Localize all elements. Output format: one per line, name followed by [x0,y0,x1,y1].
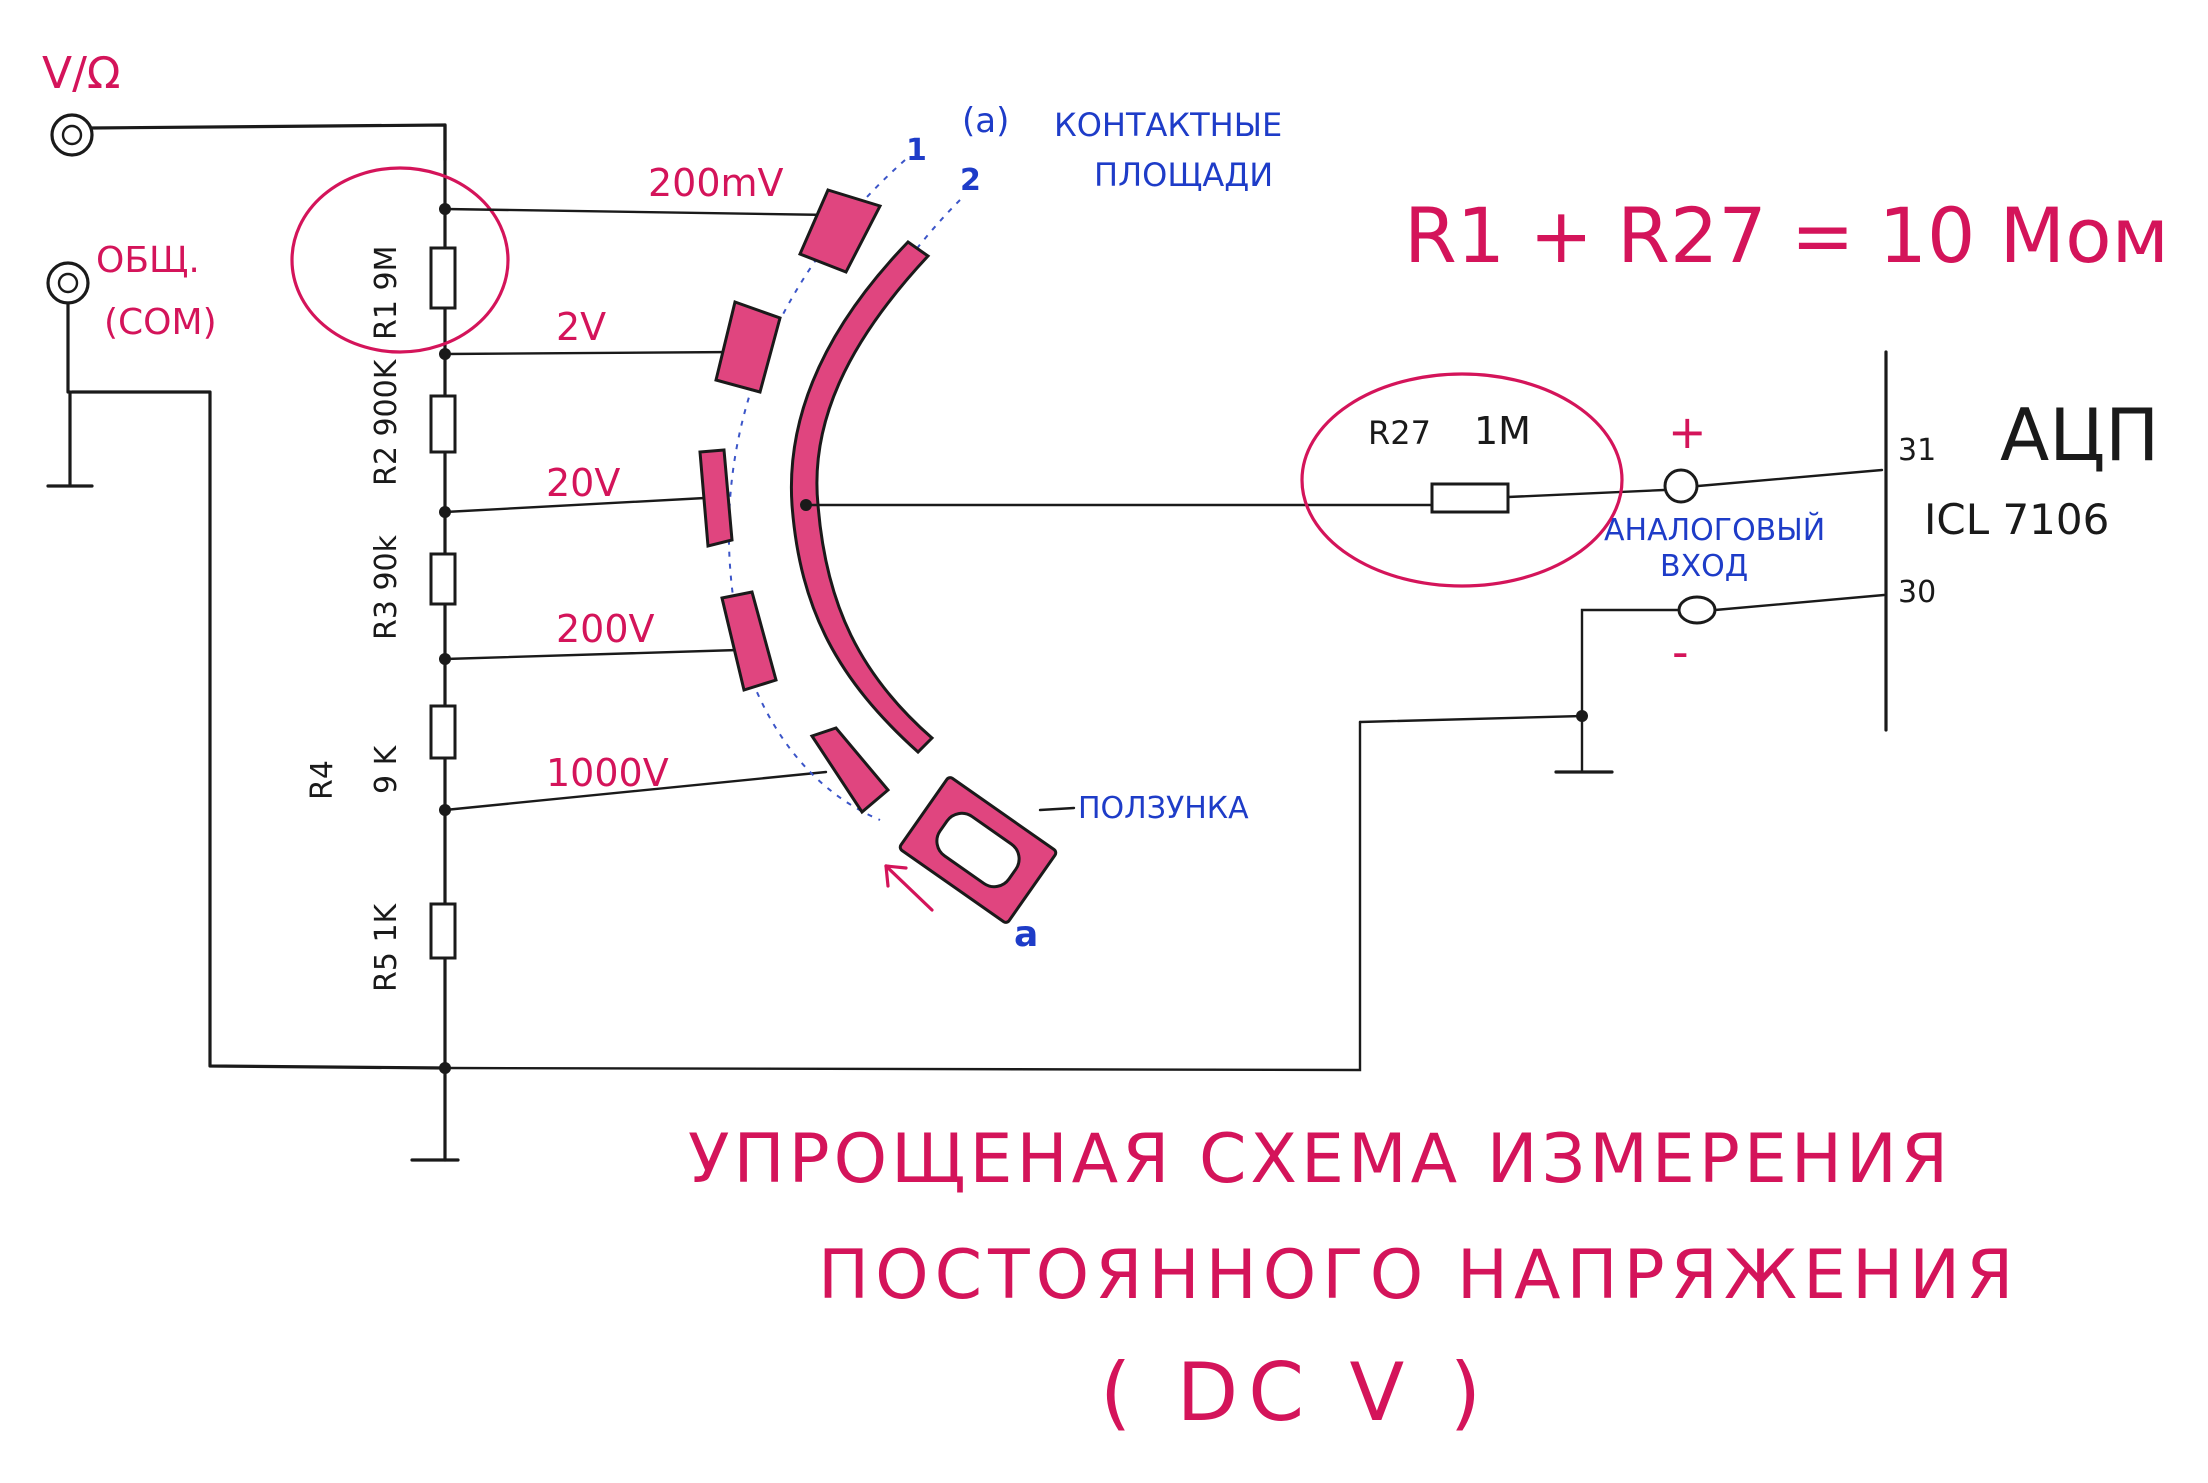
terminal-v-ohm [50,113,447,162]
signal-line [804,468,1884,507]
adc-input-minus-terminal [1677,595,1717,625]
resistor-r27-value: 1M [1474,409,1531,453]
range-label-20v: 20V [546,461,620,505]
analog-input-label-line2: ВХОД [1660,549,1748,584]
caption-line3: ( DC V ) [1100,1346,1491,1439]
contact-pad-20v [698,448,734,548]
caption-line1: УПРОЩЕНАЯ СХЕМА ИЗМЕРЕНИЯ [688,1120,1952,1199]
range-label-200mv: 200mV [648,161,784,205]
resistor-r2-label: R2 900K [369,358,404,486]
adc-chip-name: ICL 7106 [1924,495,2109,544]
analog-input-label-line1: АНАЛОГОВЫЙ [1604,512,1825,548]
range-label-200v: 200V [556,607,655,651]
slider-direction-arrow [884,864,934,912]
resistor-r3 [429,552,457,606]
plus-sign: + [1668,405,1707,459]
pad-row2-number: 2 [960,163,981,198]
resistor-r4-name: R4 [305,760,340,800]
pad-row1-number: 1 [906,133,927,168]
resistor-r4-value: 9 K [369,744,404,794]
contact-pad-1000v [809,726,891,815]
range-label-2v: 2V [556,305,606,349]
minus-sign: - [1672,625,1689,679]
common-contact-arc [789,240,935,755]
minus-wiring [443,593,1886,1072]
slider-contact [898,776,1058,924]
resistor-r5-label: R5 1K [369,902,404,992]
resistor-r4 [429,704,457,760]
contact-pad-200mv [798,188,883,274]
slider-label: ПОЛЗУНКА [1078,791,1249,826]
terminal-common-label-en: (COM) [104,302,217,343]
range-taps [443,207,834,812]
formula: R1 + R27 = 10 Мом [1404,191,2169,280]
slider-leader-line [1038,806,1076,812]
resistor-r3-label: R3 90k [369,534,404,640]
pad-group-letter: (a) [962,101,1009,141]
range-label-1000v: 1000V [546,751,669,795]
pad-group-title-line2: ПЛОЩАДИ [1094,156,1273,194]
resistor-r5 [429,902,457,960]
resistor-r27-name: R27 [1368,414,1431,452]
r27-highlight-circle [1300,372,1624,588]
contact-pad-2v [714,300,782,394]
resistor-r1-label: R1 9M [369,246,404,340]
slider-letter: a [1014,914,1038,955]
r1-highlight-circle [290,166,510,354]
resistor-r2 [429,394,457,454]
pad-group-title-line1: КОНТАКТНЫЕ [1054,106,1282,144]
adc-pin-30: 30 [1898,575,1936,610]
caption-line2: ПОСТОЯННОГО НАПРЯЖЕНИЯ [818,1236,2019,1315]
contact-pad-200v [720,590,778,692]
pad-row1-guide [727,159,906,821]
resistor-r1 [429,246,457,310]
adc-pin-31: 31 [1898,433,1936,468]
terminal-common [46,261,447,1070]
resistor-r27 [1430,482,1510,514]
adc-input-plus-terminal [1663,468,1699,504]
terminal-common-label: ОБЩ. [96,240,200,281]
terminal-v-ohm-label: V/Ω [42,48,121,99]
adc-name: АЦП [2000,393,2159,477]
